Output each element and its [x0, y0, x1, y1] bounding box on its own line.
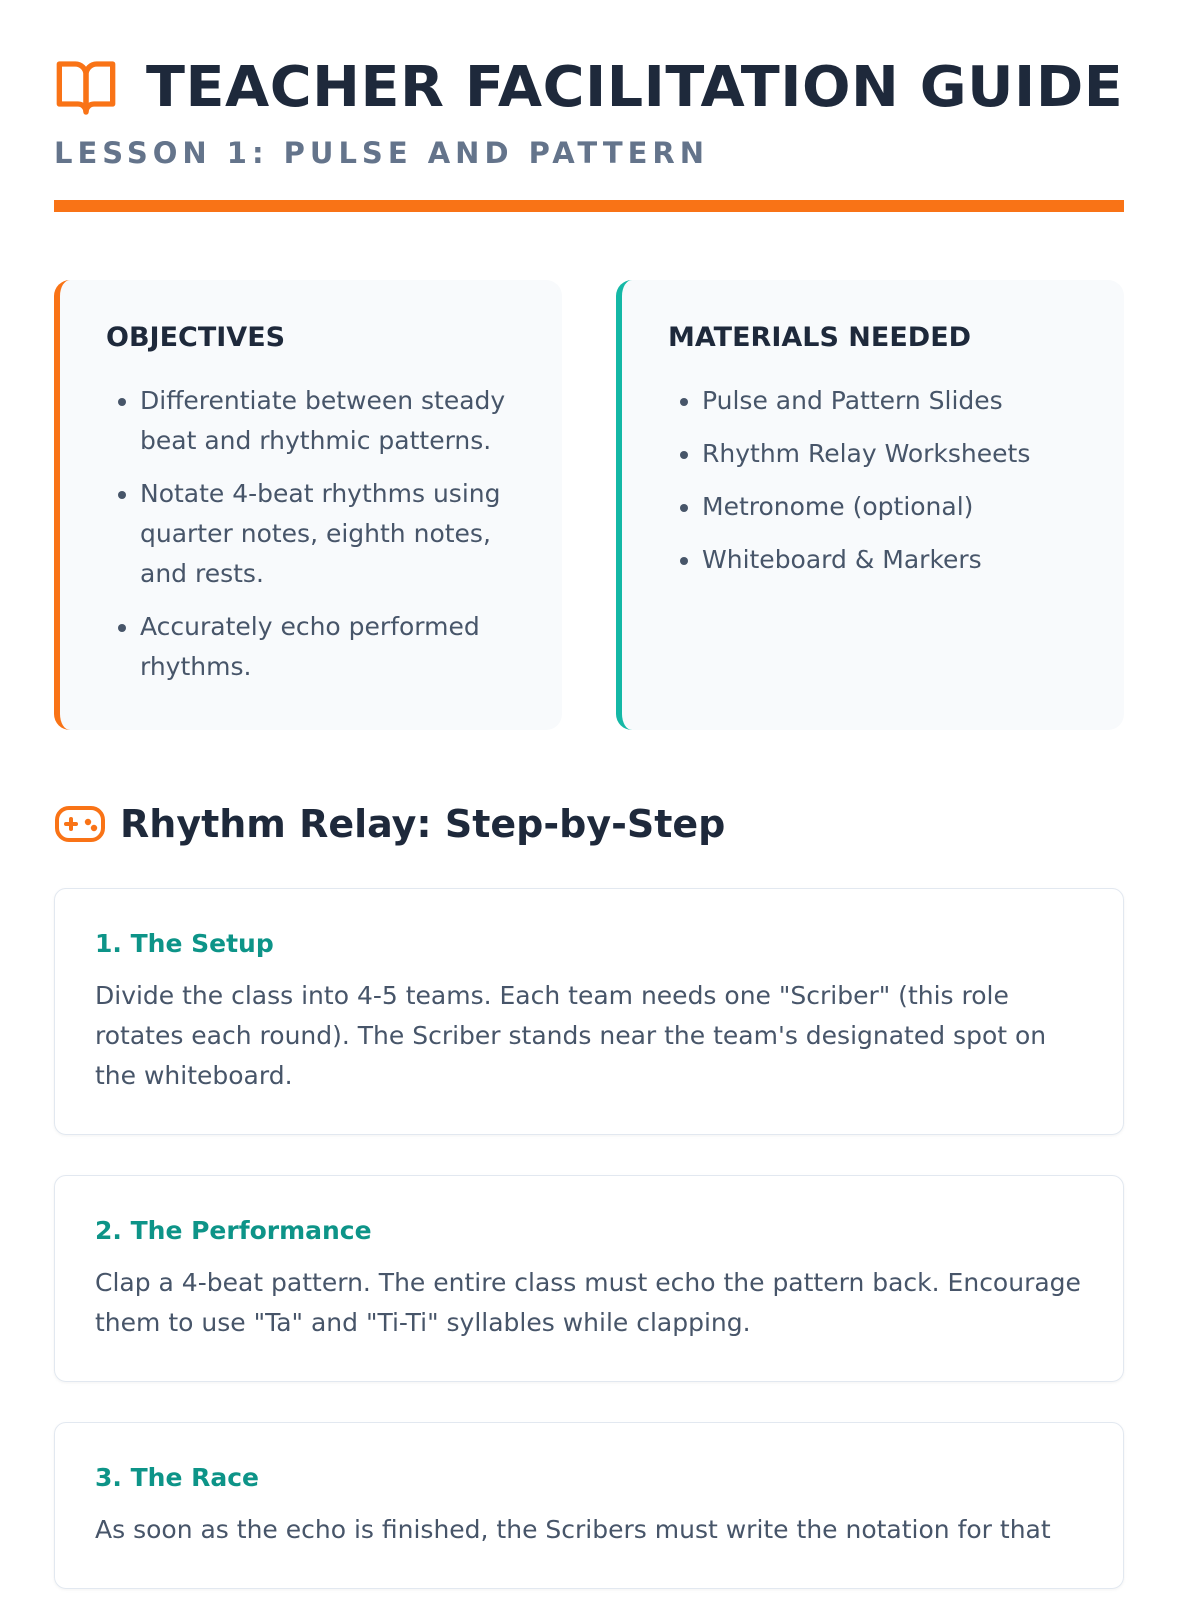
- objective-item: Notate 4-beat rhythms using quarter note…: [140, 474, 522, 594]
- section-title: Rhythm Relay: Step-by-Step: [120, 802, 726, 846]
- material-item: Rhythm Relay Worksheets: [702, 434, 1084, 474]
- book-open-icon: [56, 61, 116, 115]
- step-text: Clap a 4-beat pattern. The entire class …: [95, 1268, 1081, 1337]
- step-card: 3. The Race As soon as the echo is finis…: [54, 1422, 1124, 1589]
- material-item: Whiteboard & Markers: [702, 540, 1084, 580]
- lesson-subtitle: LESSON 1: PULSE AND PATTERN: [54, 136, 710, 170]
- materials-card: MATERIALS NEEDED Pulse and Pattern Slide…: [616, 280, 1124, 730]
- section-heading: Rhythm Relay: Step-by-Step: [54, 802, 1124, 846]
- step-title: 3. The Race: [95, 1463, 260, 1492]
- header: TEACHER FACILITATION GUIDE: [54, 0, 1124, 120]
- material-item: Metronome (optional): [702, 487, 1084, 527]
- step-title: 1. The Setup: [95, 929, 274, 958]
- materials-title: MATERIALS NEEDED: [668, 322, 972, 353]
- step-text: As soon as the echo is finished, the Scr…: [95, 1515, 1051, 1544]
- objectives-card: OBJECTIVES Differentiate between steady …: [54, 280, 562, 730]
- step-text: Divide the class into 4-5 teams. Each te…: [95, 981, 1047, 1090]
- step-card: 2. The Performance Clap a 4-beat pattern…: [54, 1175, 1124, 1382]
- step-title: 2. The Performance: [95, 1216, 372, 1245]
- objective-item: Accurately echo performed rhythms.: [140, 607, 522, 687]
- page-title: TEACHER FACILITATION GUIDE: [146, 55, 1124, 120]
- objective-item: Differentiate between steady beat and rh…: [140, 381, 522, 461]
- material-item: Pulse and Pattern Slides: [702, 381, 1084, 421]
- gamepad-icon: [55, 806, 105, 842]
- step-card: 1. The Setup Divide the class into 4-5 t…: [54, 888, 1124, 1135]
- divider: [54, 200, 1124, 212]
- objectives-title: OBJECTIVES: [106, 322, 286, 353]
